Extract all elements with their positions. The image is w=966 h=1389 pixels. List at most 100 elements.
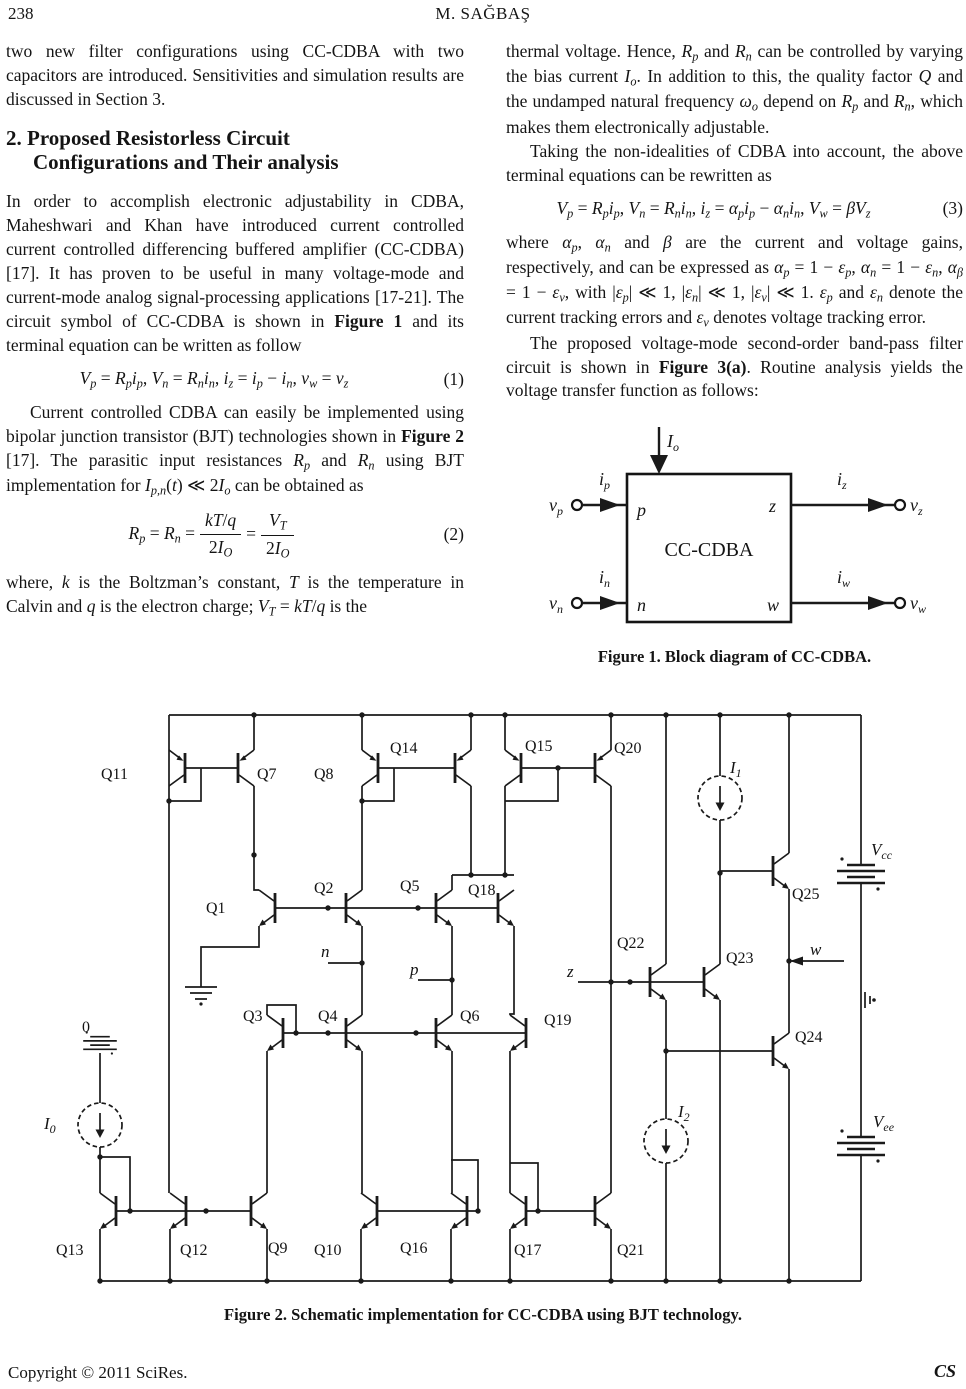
figure2-caption: Figure 2. Schematic implementation for C… xyxy=(224,1305,742,1324)
q2-label: Q2 xyxy=(314,880,334,897)
paragraph: two new filter configurations using CC-C… xyxy=(6,41,464,109)
transistor-q11 xyxy=(169,750,185,786)
junction-dots xyxy=(97,712,792,1284)
io-label: Io xyxy=(666,431,679,454)
iz-arrowhead xyxy=(867,498,888,513)
terminal-w: w xyxy=(767,595,779,615)
equation-number: (3) xyxy=(942,198,963,219)
current-source-i2 xyxy=(643,1118,689,1164)
terminal-z: z xyxy=(768,496,776,516)
q7-label: Q7 xyxy=(257,766,277,783)
transistor-q17 xyxy=(510,1193,526,1229)
vz-terminal xyxy=(893,499,906,512)
ground-symbol xyxy=(184,986,218,1007)
q15-label: Q15 xyxy=(525,738,553,755)
figure1: Io CC-CDBA p z n w vp ip vn in xyxy=(539,421,931,669)
q18-label: Q18 xyxy=(468,882,496,899)
paragraph: where, k is the Boltzman’s constant, T i… xyxy=(6,571,464,619)
paragraph: thermal voltage. Hence, Rp and Rn can be… xyxy=(506,41,963,137)
transistor-q20 xyxy=(593,748,613,788)
equation-3: Vp = Rpip, Vn = Rnin, iz = αpip − αnin, … xyxy=(556,197,963,220)
q14-label: Q14 xyxy=(390,740,418,757)
figure2: Q11 Q7 Q8 Q14 Q15 Q20 Q1 Q2 Q5 Q18 Q22 Q… xyxy=(38,705,928,1308)
vw-label: vw xyxy=(910,593,926,616)
vee-label: Vee xyxy=(873,1112,895,1134)
node-zero-label: 0 xyxy=(82,1019,90,1036)
equation-number: (2) xyxy=(443,524,464,545)
transistor-q9 xyxy=(249,1191,269,1231)
equation-number: (1) xyxy=(443,368,464,389)
equation-1: Vp = Rpip, Vn = Rnin, iz = ip − in, vw =… xyxy=(79,367,464,391)
cc-cdba-box xyxy=(625,473,792,624)
q3-label: Q3 xyxy=(243,1008,263,1025)
q5-label: Q5 xyxy=(400,878,420,895)
node-p-label: p xyxy=(409,960,419,979)
node-z-label: z xyxy=(566,962,574,981)
transistor-q10 xyxy=(361,1193,377,1229)
q13-label: Q13 xyxy=(56,1242,84,1259)
q25-label: Q25 xyxy=(792,886,820,903)
running-head-author: M. SAĞBAŞ xyxy=(435,4,531,23)
mid-supply-node xyxy=(872,998,876,1002)
vw-terminal xyxy=(893,597,906,610)
w-arrowhead xyxy=(790,956,803,966)
ip-label: ip xyxy=(599,469,610,492)
q10-label: Q10 xyxy=(314,1242,342,1259)
q22-label: Q22 xyxy=(617,935,645,952)
circuit-wires xyxy=(98,714,871,1282)
io-arrowhead xyxy=(649,455,668,475)
vp-terminal xyxy=(570,499,583,512)
q8-label: Q8 xyxy=(314,766,334,783)
q4-label: Q4 xyxy=(318,1008,338,1025)
transistor-q13 xyxy=(100,1193,116,1229)
transistor-q15 xyxy=(505,750,521,786)
transistor-q24 xyxy=(771,1031,791,1071)
q9-label: Q9 xyxy=(268,1240,288,1257)
paragraph: In order to accomplish electronic adjust… xyxy=(6,191,464,355)
current-source-i1 xyxy=(697,775,743,821)
page-number: 238 xyxy=(8,4,34,23)
figure2-schematic: Q11 Q7 Q8 Q14 Q15 Q20 Q1 Q2 Q5 Q18 Q22 Q… xyxy=(43,712,895,1284)
transistor-q14 xyxy=(453,748,473,788)
left-column: two new filter configurations using CC-C… xyxy=(6,40,464,620)
q11-label: Q11 xyxy=(101,766,128,783)
paragraph: Current controlled CDBA can easily be im… xyxy=(6,402,464,498)
vcc-label: Vcc xyxy=(871,840,893,862)
iw-arrowhead xyxy=(867,596,888,611)
figure1-diagram: Io CC-CDBA p z n w vp ip vn in xyxy=(549,427,926,624)
q6-label: Q6 xyxy=(460,1008,480,1025)
i1-label: I1 xyxy=(729,758,742,780)
q19-label: Q19 xyxy=(544,1012,572,1029)
transistor-q7 xyxy=(236,748,256,788)
iz-label: iz xyxy=(837,469,847,492)
transistor-q8 xyxy=(362,750,378,786)
transistor-q18 xyxy=(496,888,516,928)
figure1-caption: Figure 1. Block diagram of CC-CDBA. xyxy=(597,647,872,667)
i2-label: I2 xyxy=(677,1102,690,1124)
node-n-label: n xyxy=(321,942,330,961)
i0-label: I0 xyxy=(43,1114,56,1136)
node-w-label: w xyxy=(810,940,822,959)
transistor-q1 xyxy=(259,890,275,926)
current-source-i0 xyxy=(77,1102,123,1148)
footer-journal-code: CS xyxy=(933,1361,956,1381)
vz-label: vz xyxy=(910,495,923,518)
transistor-q25 xyxy=(771,851,791,891)
terminal-p: p xyxy=(635,500,646,520)
transistor-q21 xyxy=(593,1191,613,1231)
vn-terminal xyxy=(570,597,583,610)
transistor-q23 xyxy=(702,962,722,1002)
q1-label: Q1 xyxy=(206,900,226,917)
vn-label: vn xyxy=(549,593,563,616)
transistor-q3 xyxy=(267,1015,283,1051)
footer-copyright: Copyright © 2011 SciRes. xyxy=(8,1363,188,1382)
q24-label: Q24 xyxy=(795,1029,823,1046)
q23-label: Q23 xyxy=(726,950,754,967)
q12-label: Q12 xyxy=(180,1242,208,1259)
q16-label: Q16 xyxy=(400,1240,428,1257)
